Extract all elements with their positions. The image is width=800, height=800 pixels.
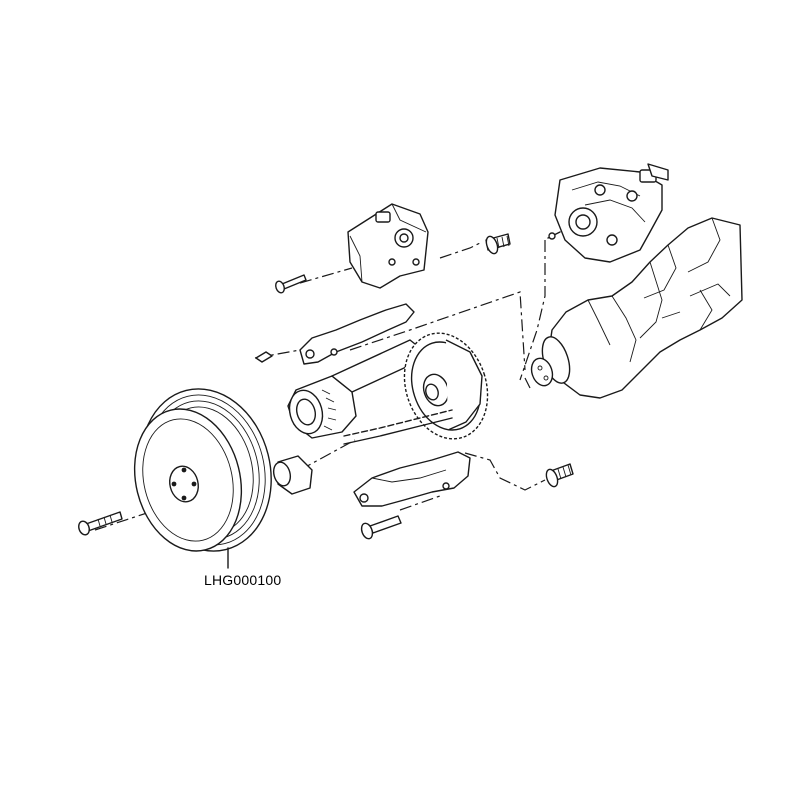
right-stud-bolt [545,463,574,488]
chain-tensioner [347,203,429,289]
pulley-bolt [78,511,123,536]
diagram-reference-code: LHG000100 [204,572,282,588]
crankshaft-sprocket [287,339,431,439]
crankshaft-pulley [133,388,272,552]
bottom-bolt [360,515,402,540]
assembly-centerlines [94,240,546,531]
top-left-bolt [275,274,307,294]
spacer-sleeve [272,455,313,495]
lower-chain-guide [353,451,471,507]
timing-chain [343,409,453,445]
woodruff-key [255,351,273,363]
camshaft-sprocket [403,332,489,440]
crankshaft [530,217,743,399]
high-pressure-fuel-pump [547,163,669,263]
top-stud-bolt [485,233,511,255]
upper-chain-guide [299,303,415,365]
